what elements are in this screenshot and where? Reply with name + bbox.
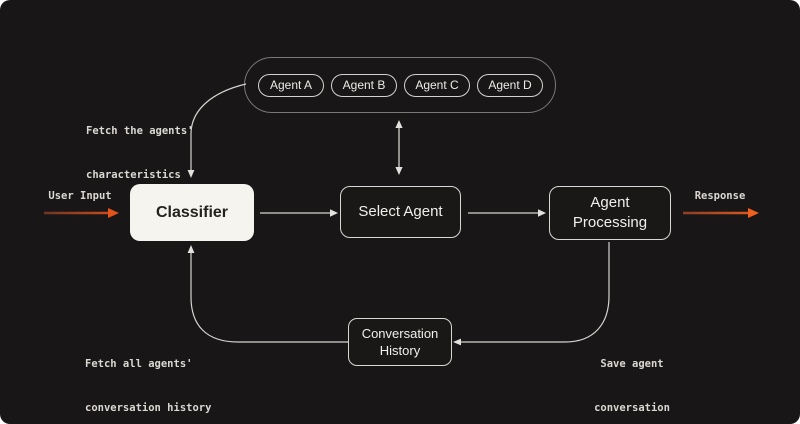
conversation-history-node: Conversation History (348, 318, 452, 366)
arrow-user-input (44, 208, 119, 218)
arrow-classifier-to-select (260, 209, 338, 217)
agent-c-label: Agent C (415, 78, 459, 92)
fetch-characteristics-line2: characteristics (86, 168, 181, 181)
conversation-history-label-line1: Conversation (361, 326, 439, 341)
agent-a-pill: Agent A (258, 73, 324, 97)
save-conversation-label: Save agent conversation (562, 328, 702, 424)
fetch-history-line1: Fetch all agents' (85, 358, 193, 370)
agent-d-pill: Agent D (477, 73, 543, 97)
agents-pool-container: Agent A Agent B Agent C Agent D (244, 57, 556, 113)
arrow-agents-to-classifier (187, 83, 247, 178)
arrow-agents-select-bidirectional (395, 120, 403, 175)
response-label: Response (694, 190, 746, 202)
agent-b-pill: Agent B (331, 73, 397, 97)
save-conversation-line2: conversation (594, 401, 670, 414)
agent-d-label: Agent D (488, 78, 532, 92)
fetch-history-label: Fetch all agents' conversation history (85, 328, 211, 424)
agent-a-label: Agent A (269, 78, 313, 92)
agent-processing-label-line2: Processing (572, 214, 648, 231)
agent-c-pill: Agent C (404, 73, 470, 97)
classifier-label: Classifier (155, 203, 229, 221)
agent-processing-label-line1: Agent (590, 194, 630, 211)
arrow-select-to-processing (468, 209, 546, 217)
fetch-characteristics-label: Fetch the agents' characteristics (86, 95, 193, 211)
select-agent-label: Select Agent (358, 203, 443, 220)
arrow-response (683, 208, 759, 218)
classifier-node: Classifier (130, 184, 254, 241)
agent-b-label: Agent B (342, 78, 386, 92)
fetch-history-line2: conversation history (85, 401, 212, 414)
arrow-processing-to-history (453, 242, 610, 346)
conversation-history-label-line2: History (379, 343, 421, 358)
save-conversation-line1: Save agent (600, 358, 664, 370)
user-input-label: User Input (48, 190, 112, 202)
fetch-characteristics-line1: Fetch the agents' (86, 125, 194, 137)
agent-processing-node: Agent Processing (549, 186, 671, 240)
arrow-history-to-classifier (187, 245, 348, 343)
select-agent-node: Select Agent (340, 186, 461, 238)
